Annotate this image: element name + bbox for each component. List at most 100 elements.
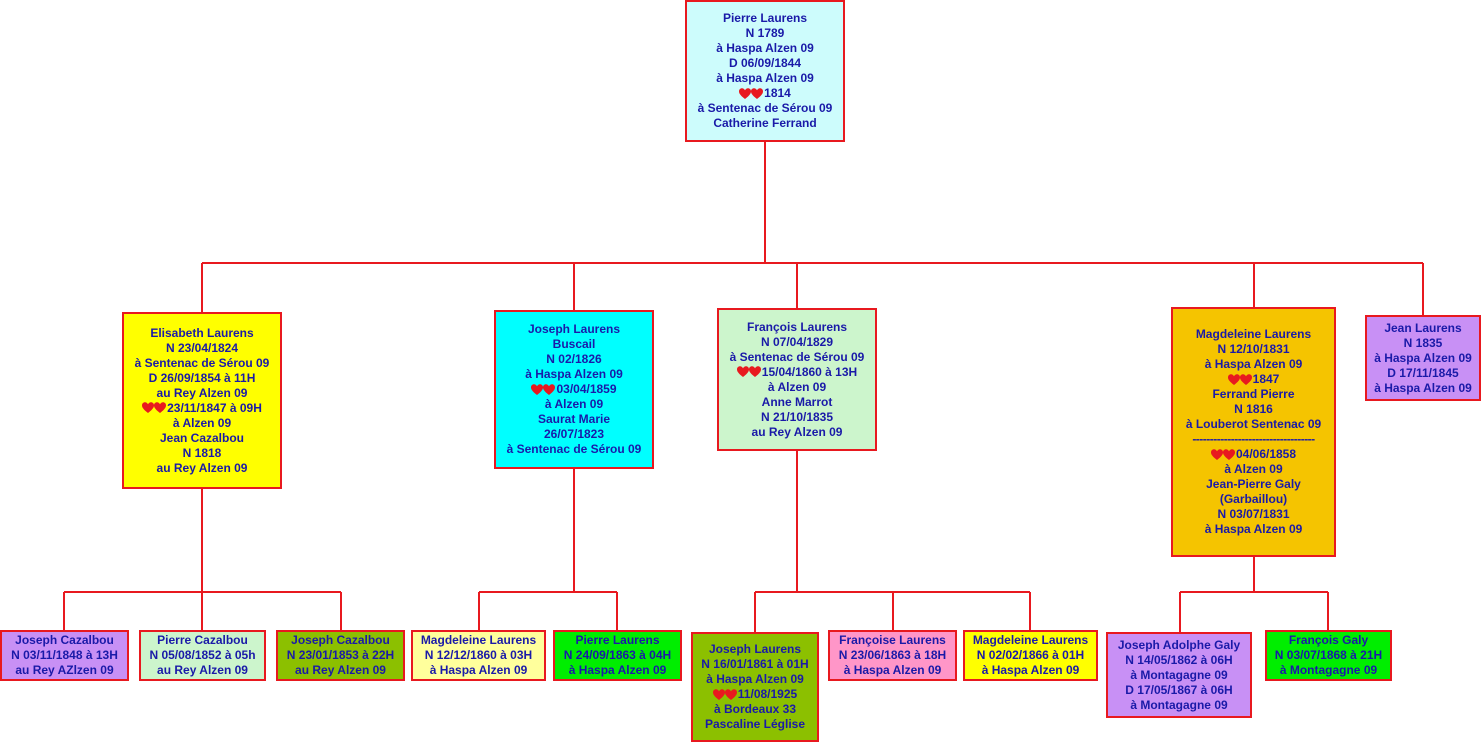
person-detail-line: au Rey Alzen 09 — [751, 424, 843, 439]
person-detail-line: N 03/07/1831 — [1217, 507, 1290, 521]
person-detail-line: N 23/01/1853 à 22H — [286, 648, 395, 662]
person-detail-line: D 17/11/1845 — [1387, 365, 1459, 380]
person-detail-line: à Haspa Alzen 09 — [1204, 357, 1303, 371]
person-detail-line: Magdeleine Laurens — [972, 633, 1089, 647]
marriage-line: 23/11/1847 à 09H — [142, 401, 262, 416]
person-detail-line: Françoise Laurens — [839, 633, 946, 647]
hearts-icon — [1227, 373, 1252, 386]
person-detail-line: N 14/05/1862 à 06H — [1125, 652, 1233, 667]
hearts-icon — [736, 366, 761, 378]
person-detail-line: Magdeleine Laurens — [1195, 327, 1312, 341]
person-detail-line: Joseph Cazalbou — [291, 633, 390, 647]
person-detail-line: à Bordeaux 33 — [713, 702, 797, 716]
person-detail-line: N 07/04/1829 — [760, 334, 834, 349]
person-detail-line: N 03/07/1868 à 21H — [1274, 648, 1383, 662]
person-detail-line: au Rey Alzen 09 — [156, 460, 248, 475]
person-detail-line: à Haspa Alzen 09 — [568, 663, 667, 677]
person-detail-line: Jean-Pierre Galy — [1206, 477, 1301, 491]
marriage-date: 23/11/1847 à 09H — [167, 400, 262, 415]
person-detail-line: au Rey Alzen 09 — [295, 663, 386, 677]
marriage-date: 1814 — [764, 86, 791, 100]
person-detail-line: Pierre Cazalbou — [157, 633, 248, 647]
person-detail-line: N 03/11/1848 à 13H — [11, 648, 118, 662]
marriage-line: 1847 — [1227, 372, 1280, 387]
person-detail-line: Elisabeth Laurens — [150, 325, 254, 340]
person-detail-line: D 17/05/1867 à 06H — [1125, 682, 1233, 697]
marriage-date: 11/08/1925 — [737, 687, 798, 701]
person-detail-line: Joseph Laurens — [527, 322, 621, 336]
person-detail-line: à Haspa Alzen 09 — [706, 672, 804, 686]
marriage-line: 11/08/1925 — [712, 687, 798, 702]
person-detail-line: au Rey AZlzen 09 — [15, 663, 114, 677]
person-detail-line: D 06/09/1844 — [728, 56, 802, 70]
person-detail-line: à Montagagne 09 — [1130, 667, 1228, 682]
person-detail-line: N 12/10/1831 — [1217, 342, 1290, 356]
person-detail-line: à Haspa Alzen 09 — [525, 367, 623, 381]
person-detail-line: N 02/1826 — [546, 352, 602, 366]
person-detail-line: Joseph Cazalbou — [15, 633, 114, 647]
person-detail-line: N 05/08/1852 à 05h — [149, 648, 256, 662]
person-detail-line: Pascaline Léglise — [704, 717, 806, 731]
person-detail-line: 26/07/1823 — [543, 427, 605, 441]
person-detail-line: au Rey Alzen 09 — [156, 385, 248, 400]
person-detail-line: N 02/02/1866 à 01H — [976, 648, 1085, 662]
person-detail-line: Jean Cazalbou — [159, 430, 245, 445]
person-detail-line: au Rey Alzen 09 — [157, 663, 248, 677]
person-detail-line: à Haspa Alzen 09 — [843, 663, 942, 677]
person-detail-line: Buscail — [552, 337, 596, 351]
marriage-date: 15/04/1860 à 13H — [761, 364, 858, 379]
person-detail-line: Joseph Adolphe Galy — [1117, 637, 1241, 652]
person-detail-line: Catherine Ferrand — [713, 116, 817, 130]
hearts-icon — [712, 688, 737, 701]
marriage-date: 04/06/1858 — [1235, 447, 1297, 461]
person-detail-line: Saurat Marie — [537, 412, 611, 426]
person-detail-line: à Alzen 09 — [1224, 462, 1283, 476]
person-detail-line: Magdeleine Laurens — [420, 633, 537, 647]
person-detail-line: à Haspa Alzen 09 — [716, 41, 814, 55]
marriage-line: 04/06/1858 — [1210, 447, 1297, 462]
person-detail-line: à Alzen 09 — [767, 379, 827, 394]
person-detail-line: à Louberot Sentenac 09 — [1185, 417, 1322, 431]
person-detail-line: Pierre Laurens — [575, 633, 660, 647]
hearts-icon — [142, 402, 167, 414]
person-detail-line: N 23/04/1824 — [165, 340, 239, 355]
person-detail-line: à Alzen 09 — [172, 415, 232, 430]
person-detail-line: à Sentenac de Sérou 09 — [697, 101, 833, 115]
person-detail-line: N 16/01/1861 à 01H — [701, 657, 809, 671]
person-detail-line: à Alzen 09 — [544, 397, 604, 411]
person-detail-line: à Sentenac de Sérou 09 — [506, 442, 642, 456]
marriage-line: 03/04/1859 — [531, 382, 617, 397]
person-detail-line: à Haspa Alzen 09 — [1374, 350, 1472, 365]
person-detail-line: N 1816 — [1234, 402, 1273, 416]
person-detail-line: (Garbaillou) — [1219, 492, 1288, 506]
person-detail-line: à Haspa Alzen 09 — [1204, 522, 1303, 536]
person-detail-line: Jean Laurens — [1384, 320, 1462, 335]
person-detail-line: à Sentenac de Sérou 09 — [134, 355, 270, 370]
person-detail-line: à Montagagne 09 — [1130, 697, 1228, 712]
marriage-date: 03/04/1859 — [556, 382, 617, 396]
person-detail-line: N 1818 — [182, 445, 222, 460]
marriage-date: 1847 — [1252, 372, 1280, 386]
person-detail-line: à Montagagne 09 — [1279, 663, 1378, 677]
person-detail-line: à Haspa Alzen 09 — [716, 71, 814, 85]
marriage-line: 1814 — [739, 86, 791, 101]
person-detail-line: N 24/09/1863 à 04H — [563, 648, 672, 662]
person-detail-line: Anne Marrot — [761, 394, 833, 409]
hearts-icon — [739, 87, 764, 100]
person-detail-line: à Sentenac de Sérou 09 — [729, 349, 865, 364]
hearts-icon — [531, 383, 556, 396]
